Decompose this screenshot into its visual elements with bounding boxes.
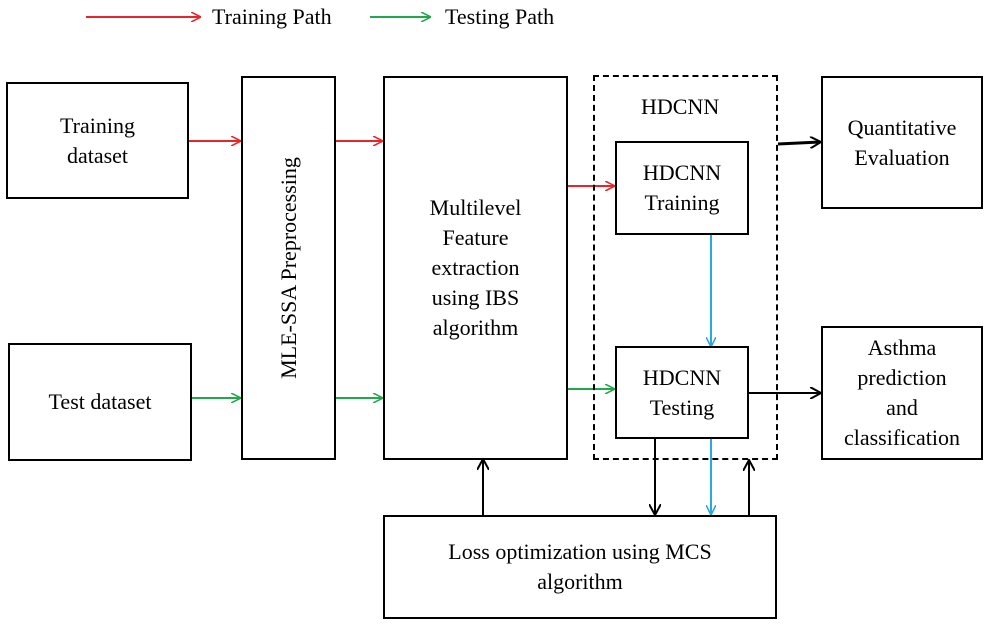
feature-extraction-box: Multilevel Feature extraction using IBS …: [383, 76, 568, 460]
hdcnn-to-quantitative-arrow: [777, 142, 820, 144]
hdcnn-testing-box: HDCNN Testing: [615, 346, 749, 439]
preprocessing-box: MLE-SSA Preprocessing: [241, 76, 336, 460]
training-dataset-box: Training dataset: [6, 82, 189, 199]
hdcnn-group: [593, 75, 778, 460]
legend-training-label: Training Path: [212, 4, 332, 29]
hdcnn-group-label: HDCNN: [641, 94, 720, 119]
asthma-prediction-box: Asthma prediction and classification: [821, 326, 983, 460]
quantitative-evaluation-box: Quantitative Evaluation: [821, 76, 983, 209]
preprocessing-label: MLE-SSA Preprocessing: [275, 157, 301, 379]
loss-optimization-box: Loss optimization using MCS algorithm: [383, 515, 777, 619]
test-dataset-box: Test dataset: [8, 343, 192, 461]
hdcnn-training-box: HDCNN Training: [615, 141, 749, 235]
legend-testing-label: Testing Path: [445, 4, 555, 29]
